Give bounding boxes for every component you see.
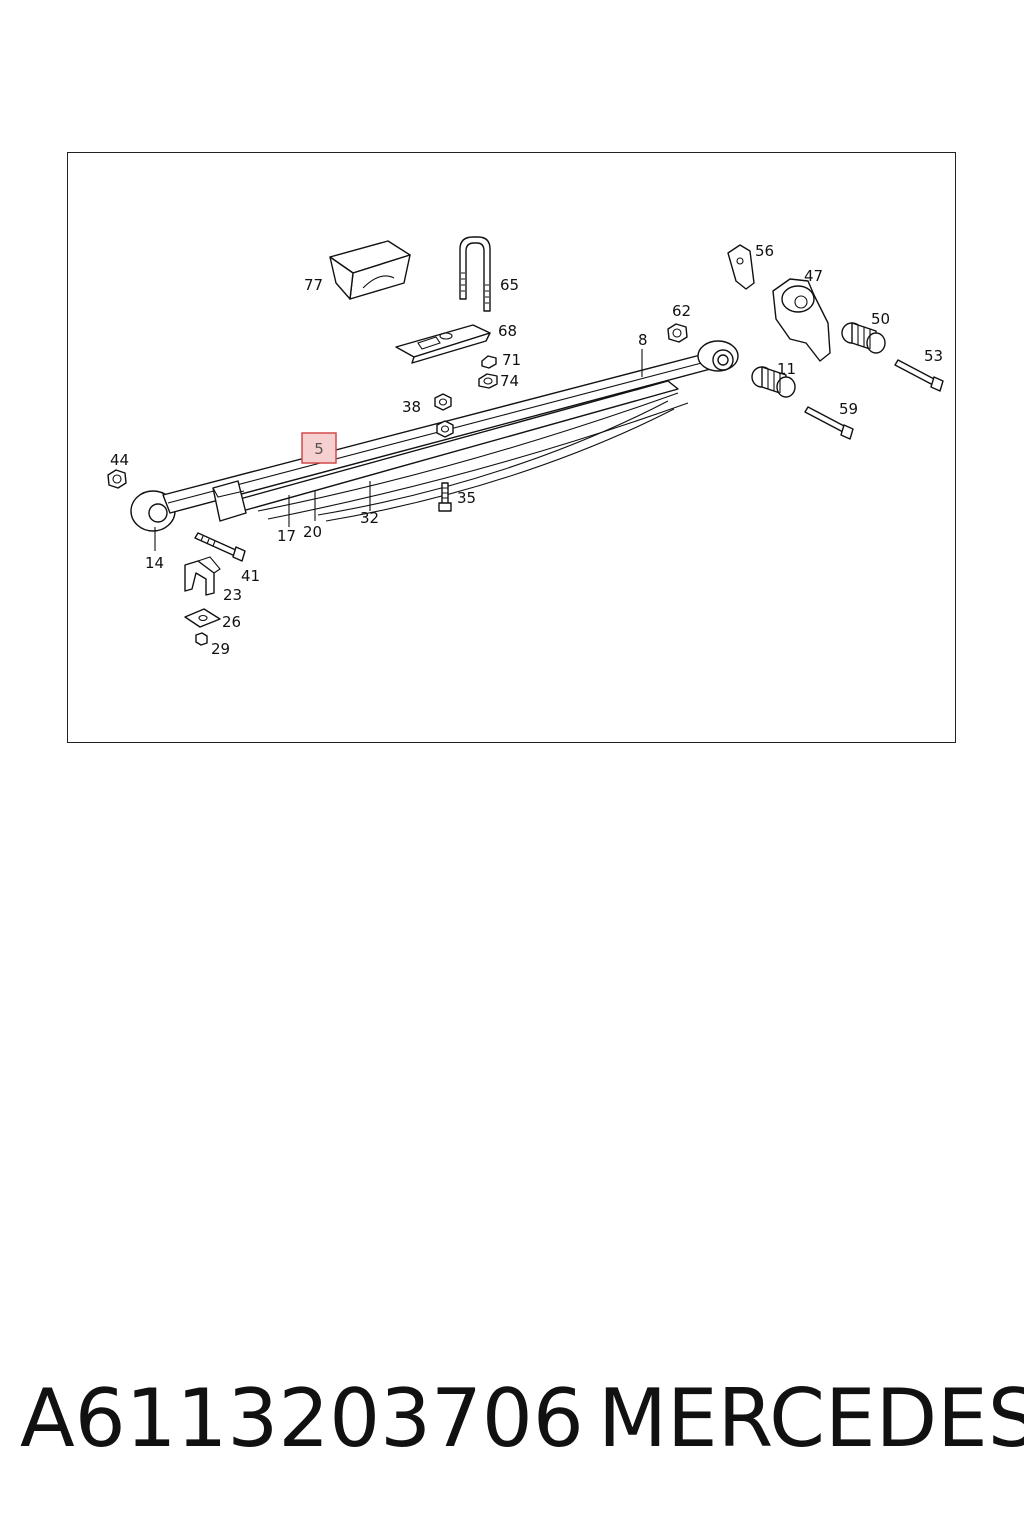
bolt-41-part bbox=[194, 532, 246, 562]
callout-47: 47 bbox=[804, 267, 823, 285]
callout-53: 53 bbox=[924, 347, 943, 365]
callout-44: 44 bbox=[110, 451, 129, 469]
callout-11: 11 bbox=[777, 360, 796, 378]
callout-20: 20 bbox=[303, 523, 322, 541]
callout-41: 41 bbox=[241, 567, 260, 585]
leaf-spring-drawing bbox=[130, 340, 739, 532]
nut-29-part bbox=[195, 632, 208, 646]
leaf-spring-exploded-diagram: 5 77 65 56 47 62 50 68 53 8 71 74 11 38 … bbox=[107, 236, 944, 658]
bracket-56-part bbox=[727, 244, 755, 290]
callout-38: 38 bbox=[402, 398, 421, 416]
bolt-53-part bbox=[894, 359, 944, 392]
spring-pad-part bbox=[329, 240, 411, 300]
callout-74: 74 bbox=[500, 372, 519, 390]
callout-29: 29 bbox=[211, 640, 230, 658]
callout-35: 35 bbox=[457, 489, 476, 507]
callout-labels: 77 65 56 47 62 50 68 53 8 71 74 11 38 59… bbox=[110, 242, 943, 658]
callout-56: 56 bbox=[755, 242, 774, 260]
parts-diagram-frame: 5 77 65 56 47 62 50 68 53 8 71 74 11 38 … bbox=[67, 152, 956, 743]
shackle-bracket-47-part bbox=[772, 278, 831, 362]
highlighted-callout-label: 5 bbox=[314, 440, 324, 458]
callout-32: 32 bbox=[360, 509, 379, 527]
bushing-11-part bbox=[751, 366, 796, 398]
callout-71: 71 bbox=[502, 351, 521, 369]
callout-62: 62 bbox=[672, 302, 691, 320]
callout-17: 17 bbox=[277, 527, 296, 545]
clamp-23-part bbox=[184, 556, 221, 596]
nut-62-part bbox=[667, 323, 688, 343]
bolt-35-part bbox=[438, 482, 452, 512]
callout-68: 68 bbox=[498, 322, 517, 340]
callout-50: 50 bbox=[871, 310, 890, 328]
bolt-59-part bbox=[804, 406, 854, 440]
callout-26: 26 bbox=[222, 613, 241, 631]
callout-leader-lines bbox=[154, 349, 643, 551]
callout-65: 65 bbox=[500, 276, 519, 294]
callout-59: 59 bbox=[839, 400, 858, 418]
u-bolt-part bbox=[459, 236, 491, 312]
bushing-50-part bbox=[841, 322, 886, 354]
washer-nut-parts bbox=[478, 355, 498, 389]
callout-8: 8 bbox=[638, 331, 648, 349]
caption-line: A6113203706 MERCEDES bbox=[20, 1372, 1024, 1472]
nut-44-part bbox=[107, 469, 127, 489]
part-number: A6113203706 bbox=[20, 1372, 584, 1465]
plate-26-part bbox=[184, 608, 221, 628]
callout-14: 14 bbox=[145, 554, 164, 572]
callout-77: 77 bbox=[304, 276, 323, 294]
callout-23: 23 bbox=[223, 586, 242, 604]
brand-name: MERCEDES bbox=[598, 1372, 1024, 1465]
u-bolt-plate-part bbox=[395, 324, 491, 364]
highlighted-callout-box bbox=[301, 432, 337, 464]
